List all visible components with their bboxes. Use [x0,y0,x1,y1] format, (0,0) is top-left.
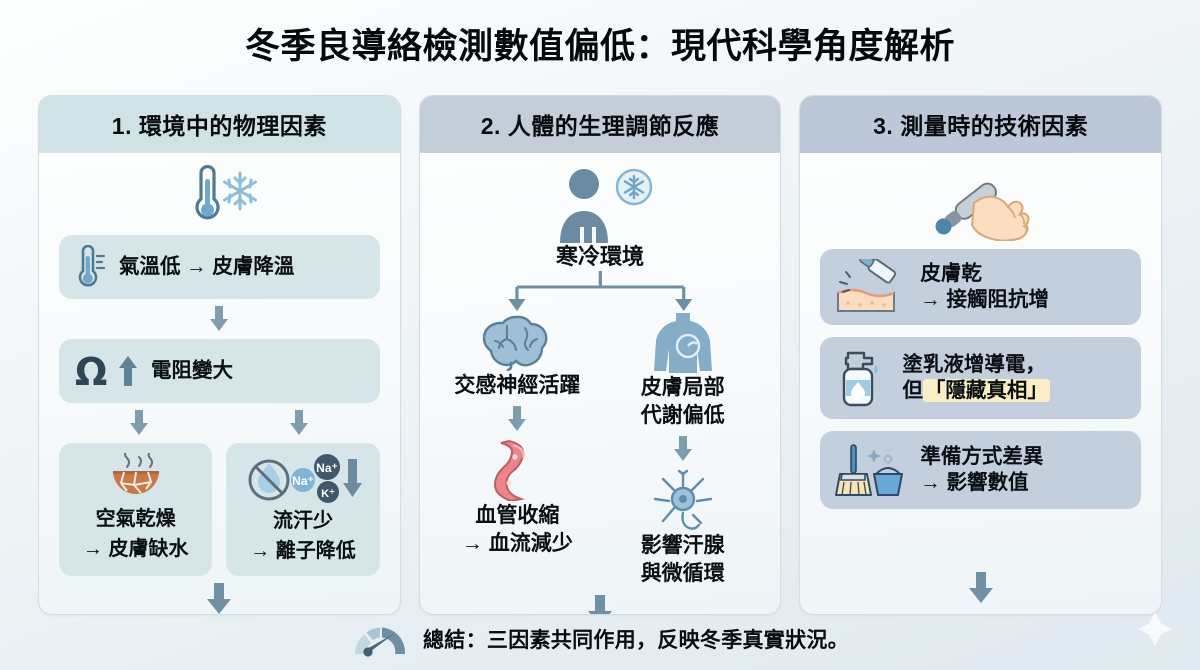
sweat-gland-line2: 與微循環 [640,562,725,586]
arrow-down-icon [585,594,615,614]
tech-item-dry-skin-line1: 皮膚乾 [920,261,982,285]
tech-item-dry-skin-line2: → 接觸阻抗增 [920,288,1050,311]
result-less-sweat-line2: → 離子降低 [250,539,356,562]
tech-item-lotion-label: 塗乳液增導電， 但「隱藏真相」 [902,352,1050,404]
result-dry-air: 空氣乾燥 → 皮膚缺水 [59,443,213,577]
tech-item-lotion: 塗乳液增導電， 但「隱藏真相」 [820,337,1142,419]
step-resistance-increase: Ω 電阻變大 [59,339,380,403]
result-less-sweat-line1: 流汗少 [273,510,334,532]
thermometer-icon [73,245,107,289]
probe-on-skin-icon [834,259,908,315]
step-air-temperature: 氣溫低 → 皮膚降溫 [59,235,380,299]
arrow-down-icon [208,306,230,332]
tech-item-preparation-line2: → 影響數值 [920,471,1029,494]
tech-item-lotion-line2-prefix: 但 [902,379,923,402]
thermometer-snowflake-icon [173,165,265,229]
broom-bucket-icon [834,441,908,499]
blood-vessel-icon [489,439,545,501]
sweat-gland-line1: 影響汗腺 [640,534,725,557]
card-physiological-response: 2. 人體的生理調節反應 [418,95,782,615]
tech-item-dry-skin-label: 皮膚乾 → 接觸阻抗增 [920,261,1049,313]
card1-body: 氣溫低 → 皮膚降溫 Ω 電阻變大 [39,153,400,614]
card3-body: 皮膚乾 → 接觸阻抗增 塗乳液增導電， [800,153,1161,614]
svg-text:Na⁺: Na⁺ [316,461,338,475]
columns-container: 1. 環境中的物理因素 [38,95,1163,615]
arrow-down-icon [204,583,234,614]
branch-sympathetic: 交感神經活躍 血管收縮 → 血流減少 [440,313,595,588]
gauge-icon [351,620,409,658]
branch-skin-metabolism: 皮膚局部 代謝偏低 [605,312,760,588]
tech-item-preparation-line1: 準備方式差異 [920,444,1044,468]
step-air-temperature-label: 氣溫低 → 皮膚降溫 [119,254,295,278]
tech-item-preparation: 準備方式差異 → 影響數值 [820,431,1142,509]
tech-item-preparation-label: 準備方式差異 → 影響數值 [920,444,1043,496]
split-results-row: 空氣乾燥 → 皮膚缺水 Na⁺ [59,443,380,577]
card3-header: 3. 測量時的技術因素 [800,96,1162,153]
skin-metabolism-line2: 代謝偏低 [640,403,725,427]
vasoconstriction-line2: → 血流減少 [461,532,573,555]
svg-text:K⁺: K⁺ [321,488,335,500]
card-environmental-factors: 1. 環境中的物理因素 [38,95,401,615]
svg-text:Ω: Ω [75,350,107,393]
cracked-dry-earth-icon [101,453,171,503]
arrow-down-icon [288,410,310,436]
tech-item-lotion-highlight: 「隱藏真相」 [922,379,1050,402]
arrow-down-icon [672,436,694,462]
card2-header: 2. 人體的生理調節反應 [419,96,781,153]
torso-skin-icon [644,312,722,373]
arrow-down-icon [506,405,528,432]
lotion-bottle-icon [834,347,890,409]
card2-body: 寒冷環境 [420,153,781,614]
result-less-sweat: Na⁺ Na⁺ K⁺ 流汗少 → 離子降低 [226,443,380,577]
card1-header: 1. 環境中的物理因素 [39,96,400,153]
tech-item-lotion-line1: 塗乳液增導電， [902,352,1046,376]
arrow-down-icon [966,572,996,604]
summary-text: 總結：三因素共同作用，反映冬季真實狀況。 [423,629,849,652]
sympathetic-label: 交感神經活躍 [454,373,581,397]
card-technical-factors: 3. 測量時的技術因素 [799,95,1163,615]
no-sweat-ions-icon: Na⁺ Na⁺ K⁺ [243,453,363,505]
svg-text:Na⁺: Na⁺ [292,474,314,488]
cold-environment-label: 寒冷環境 [556,244,645,269]
tech-item-dry-skin: 皮膚乾 → 接觸阻抗增 [820,249,1142,325]
neuron-sweat-gland-icon [649,469,717,531]
result-dry-air-line2: → 皮膚缺水 [82,537,189,560]
branch-columns: 交感神經活躍 血管收縮 → 血流減少 [440,312,761,588]
omega-up-arrow-icon: Ω [73,349,139,393]
result-dry-air-line1: 空氣乾燥 [95,508,176,530]
step-resistance-increase-label: 電阻變大 [151,358,233,382]
page-title: 冬季良導絡檢測數值偏低：現代科學角度解析 [244,27,955,66]
vasoconstriction-line1: 血管收縮 [475,503,560,527]
person-snowflake-icon [540,167,660,243]
summary-bar: 總結：三因素共同作用，反映冬季真實狀況。 [0,616,1200,662]
skin-metabolism-line1: 皮膚局部 [640,375,725,399]
branch-connector [440,270,761,313]
arrow-down-icon [128,410,150,436]
brain-icon [477,313,557,371]
hand-holding-probe-icon [916,163,1046,241]
